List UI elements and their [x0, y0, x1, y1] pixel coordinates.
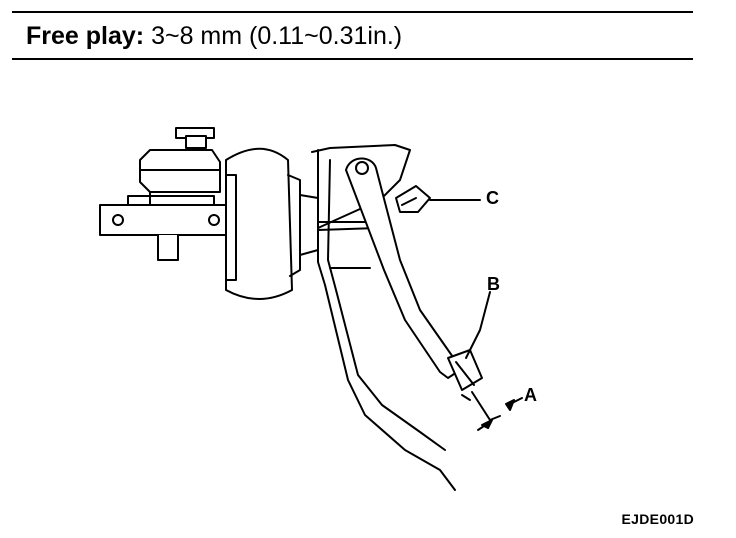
callout-a: A — [524, 385, 537, 405]
figure-code: EJDE001D — [621, 511, 694, 527]
callout-b: B — [487, 274, 500, 294]
brake-booster — [225, 147, 319, 300]
free-play-label: Free play: — [26, 22, 145, 50]
brake-pedal-arm — [345, 157, 483, 401]
callout-b-leader — [465, 291, 491, 359]
header-bottom-rule — [12, 58, 693, 60]
master-cylinder — [99, 127, 231, 261]
dimension-a — [471, 391, 523, 431]
free-play-value: 3~8 mm (0.11~0.31in.) — [151, 22, 403, 50]
pedal-bracket — [311, 144, 456, 491]
callout-c: C — [486, 188, 499, 208]
stop-lamp-switch — [395, 185, 481, 213]
free-play-spec: Free play: 3~8 mm (0.11~0.31in.) — [26, 20, 402, 52]
header-top-rule — [12, 11, 693, 13]
